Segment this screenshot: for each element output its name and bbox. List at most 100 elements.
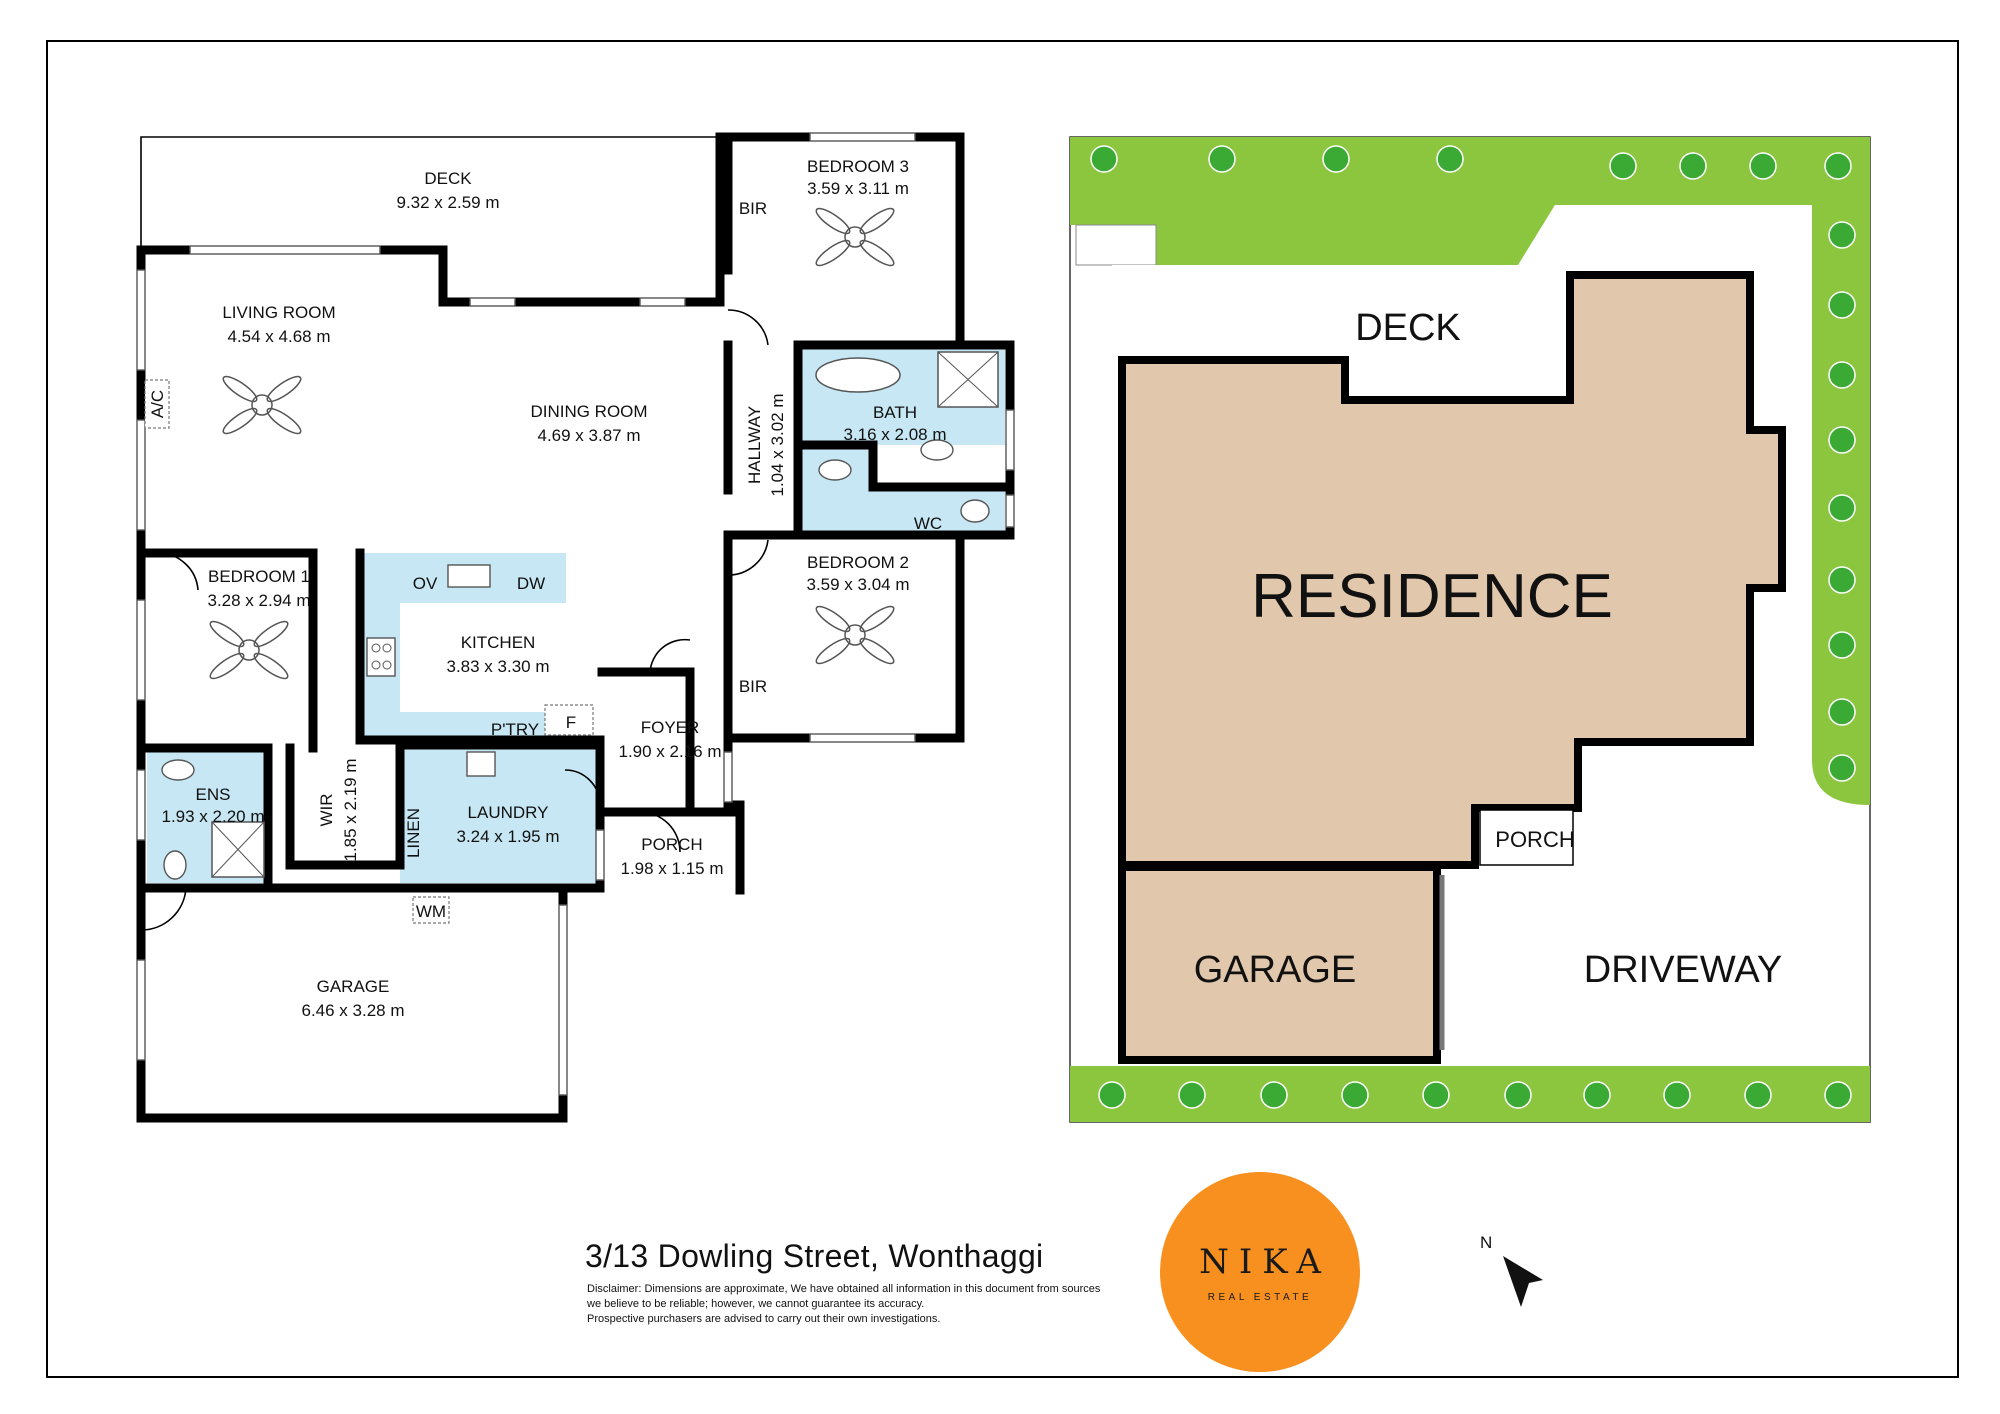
disclaimer-line: we believe to be reliable; however, we c…	[587, 1298, 925, 1310]
wc-toilet	[960, 499, 990, 523]
bed3-name: BEDROOM 3	[807, 157, 909, 176]
door-garage	[140, 887, 187, 931]
window-bed2-bottom	[809, 733, 916, 743]
deck-size: 9.32 x 2.59 m	[396, 193, 499, 212]
trees	[1090, 145, 1856, 1109]
deck-area	[1112, 265, 1572, 360]
door-foyer	[649, 638, 691, 673]
window-dining-2	[639, 297, 686, 307]
window-dining-1	[469, 297, 516, 307]
window-bed3-top	[809, 132, 916, 142]
ceiling-fan-bed2	[815, 605, 895, 665]
wall-outer	[136, 132, 1015, 810]
laundry-floor	[400, 745, 602, 883]
disclaimer-line: Prospective purchasers are advised to ca…	[587, 1313, 941, 1325]
porch-name: PORCH	[641, 835, 702, 854]
wm-box	[412, 896, 450, 924]
site-garage-label: GARAGE	[1194, 949, 1357, 991]
foyer-name: FOYER	[641, 718, 700, 737]
bed3-size: 3.59 x 3.11 m	[807, 179, 909, 198]
window-living-west	[136, 269, 146, 371]
porch-site	[1479, 809, 1574, 866]
north-label: N	[1480, 1233, 1492, 1252]
window-garage-east	[558, 904, 568, 1096]
living-name: LIVING ROOM	[222, 303, 335, 322]
wc-name: WC	[914, 514, 942, 533]
ov-label: OV	[413, 574, 438, 593]
window-ens-west	[136, 769, 146, 841]
door-bed2	[727, 539, 769, 576]
bed1-size: 3.28 x 2.94 m	[207, 591, 310, 610]
laundry-tub	[466, 751, 496, 777]
page-border	[46, 40, 1959, 1378]
kitchen-name: KITCHEN	[461, 633, 536, 652]
dining-size: 4.69 x 3.87 m	[537, 426, 640, 445]
bir-bottom: BIR	[739, 677, 767, 696]
ceiling-fan-bed3	[815, 207, 895, 267]
laundry-name: LAUNDRY	[468, 803, 549, 822]
window-living-west2	[136, 419, 146, 531]
wir-name: WIR	[317, 793, 336, 826]
site-residence-label: RESIDENCE	[1251, 562, 1613, 631]
disclaimer: Disclaimer: Dimensions are approximate, …	[587, 1282, 1147, 1327]
deck-name: DECK	[424, 169, 472, 188]
wir-size: 1.85 x 2.19 m	[341, 758, 360, 861]
pantry-label: P'TRY	[491, 720, 539, 739]
bed2-name: BEDROOM 2	[807, 553, 909, 572]
site-plan: DECK RESIDENCE PORCH GARAGE DRIVEWAY	[1069, 136, 1871, 1123]
garage-footprint	[1118, 863, 1441, 1064]
wall-ens	[142, 743, 273, 890]
living-size: 4.54 x 4.68 m	[227, 327, 330, 346]
bathtub	[815, 357, 901, 393]
window-bath-east	[1005, 409, 1015, 471]
dining-name: DINING ROOM	[530, 402, 647, 421]
ens-toilet	[163, 850, 187, 880]
wall-bed1	[136, 548, 318, 753]
ens-name: ENS	[196, 785, 231, 804]
floor-plan: DECK 9.32 x 2.59 m LIVING ROOM 4.54 x 4.…	[136, 132, 1015, 1123]
door-laundry	[564, 769, 601, 806]
bath-basin	[920, 439, 954, 461]
window-bed1-west	[136, 599, 146, 701]
bath-size: 3.16 x 2.08 m	[843, 425, 946, 444]
ceiling-fan-bed1	[209, 620, 289, 680]
north-arrow-icon: N	[1480, 1233, 1543, 1307]
paving-top	[1518, 205, 1812, 265]
ens-basin	[161, 759, 195, 781]
window-living-top	[189, 245, 381, 255]
door-porch	[639, 811, 681, 853]
porch-size: 1.98 x 1.15 m	[620, 859, 723, 878]
residence-footprint	[1118, 271, 1786, 869]
kitchen-sink	[447, 564, 491, 588]
bir-top: BIR	[739, 199, 767, 218]
wall-bath-in	[793, 440, 1010, 492]
window-porch-west	[595, 829, 605, 881]
window-garage-west	[136, 959, 146, 1061]
site-driveway-label: DRIVEWAY	[1584, 949, 1782, 991]
bath-name: BATH	[873, 403, 917, 422]
garage-size: 6.46 x 3.28 m	[301, 1001, 404, 1020]
vanity-basin	[818, 459, 852, 481]
wall-laundry	[395, 740, 605, 817]
foyer-size: 1.90 x 2.16 m	[618, 742, 721, 761]
disclaimer-line: Disclaimer: Dimensions are approximate, …	[587, 1283, 1101, 1295]
logo-name: NIKA	[1199, 1242, 1331, 1282]
ens-size: 1.93 x 2.20 m	[161, 807, 264, 826]
fridge-box	[544, 704, 594, 736]
hallway-name: HALLWAY	[745, 406, 764, 484]
paving-left	[1075, 224, 1157, 266]
ceiling-fan-living	[222, 375, 302, 435]
ac-box	[144, 379, 170, 429]
bed2-size: 3.59 x 3.04 m	[806, 575, 909, 594]
wall-wir	[285, 743, 405, 870]
property-address: 3/13 Dowling Street, Wonthaggi	[585, 1238, 1044, 1274]
cooktop	[366, 637, 396, 677]
bath-lower-floor	[798, 445, 873, 535]
dw-label: DW	[517, 574, 545, 593]
ac-label: A/C	[148, 390, 167, 418]
grass-top	[1070, 137, 1870, 805]
kitchen-size: 3.83 x 3.30 m	[446, 657, 549, 676]
logo-subtitle: REAL ESTATE	[1207, 1292, 1313, 1303]
nika-logo: NIKA REAL ESTATE	[1160, 1172, 1360, 1372]
